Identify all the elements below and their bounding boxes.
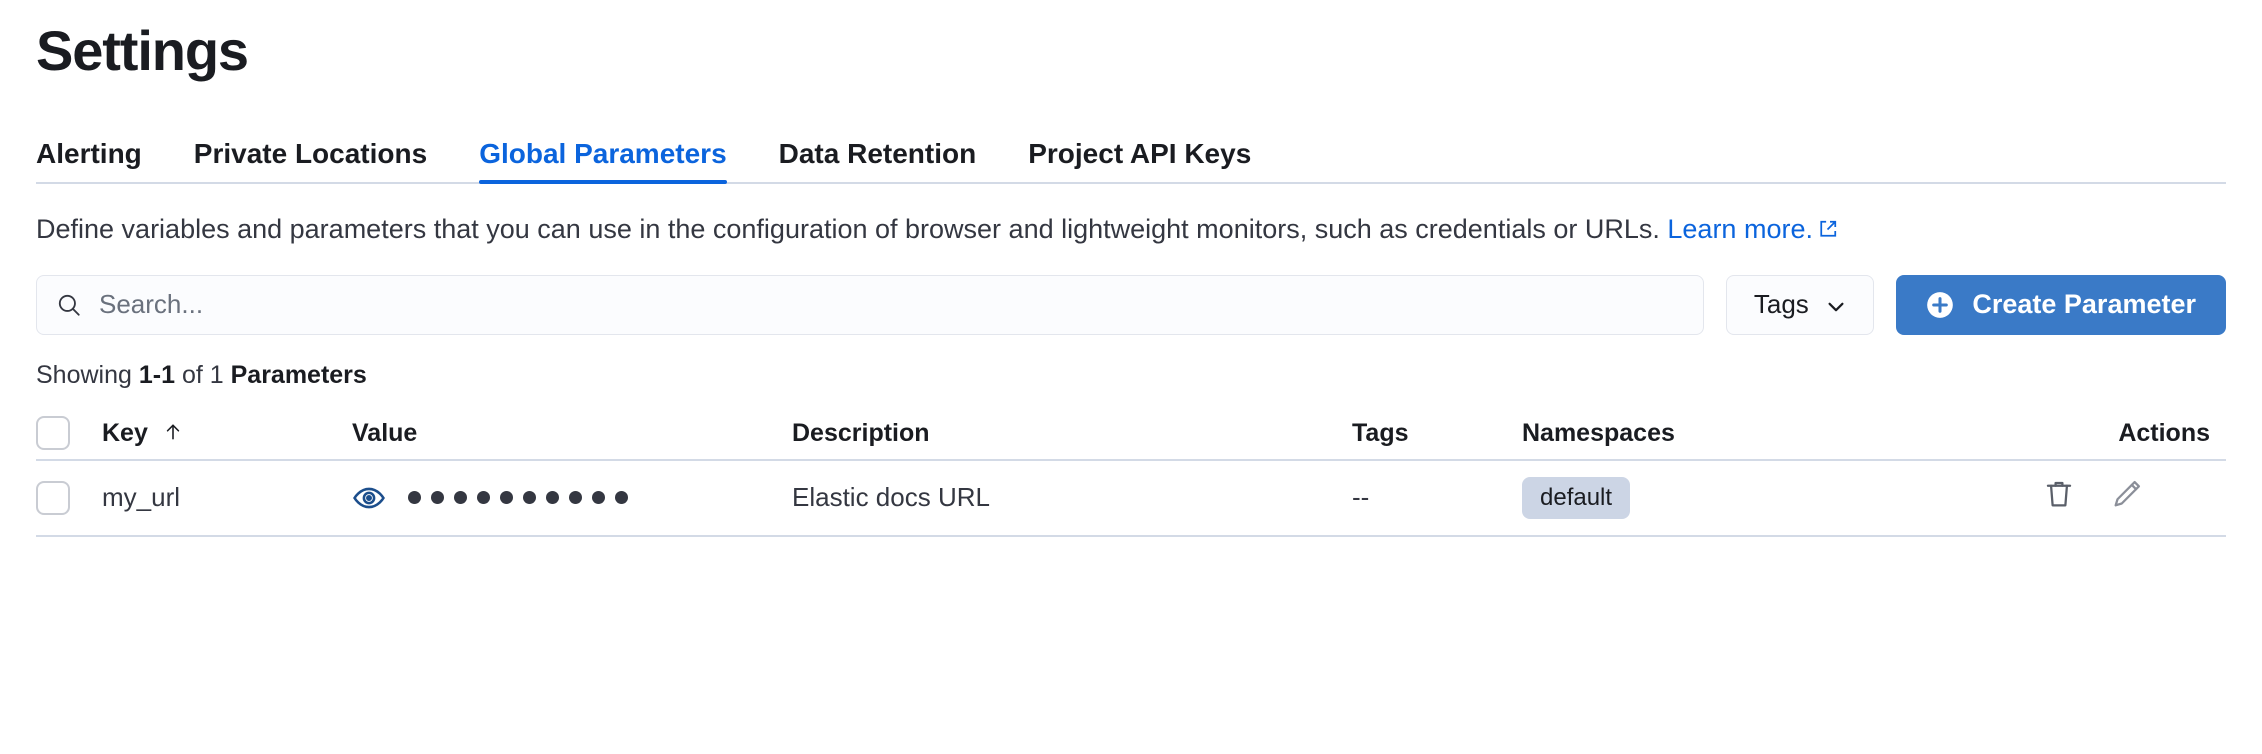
masked-value-dots [408, 491, 628, 505]
results-count: Showing 1-1 of 1 Parameters [36, 360, 2226, 389]
tab-global-parameters[interactable]: Global Parameters [453, 139, 752, 184]
mask-dot [569, 491, 582, 505]
page-description: Define variables and parameters that you… [36, 210, 2226, 249]
column-header-value: Value [352, 407, 792, 461]
table-body: my_url [36, 459, 2226, 537]
tags-filter-label: Tags [1753, 289, 1809, 320]
cell-namespaces: default [1522, 459, 2042, 537]
search-field-wrapper [36, 274, 1705, 335]
row-select-cell [36, 459, 102, 537]
parameters-table: Key Value Description Tags Namespaces Ac… [36, 407, 2226, 537]
page-title: Settings [36, 19, 249, 82]
delete-icon[interactable] [2042, 477, 2076, 511]
external-link-icon [1818, 211, 1838, 237]
settings-tabs: Alerting Private Locations Global Parame… [36, 120, 2226, 184]
cell-description: Elastic docs URL [792, 459, 1352, 537]
showing-noun: Parameters [230, 360, 367, 389]
tab-alerting[interactable]: Alerting [36, 139, 168, 182]
mask-dot [454, 491, 467, 505]
create-parameter-label: Create Parameter [1972, 289, 2196, 320]
column-header-description: Description [792, 407, 1352, 461]
tab-data-retention[interactable]: Data Retention [753, 139, 1003, 182]
learn-more-label: Learn more. [1667, 213, 1813, 244]
mask-dot [477, 491, 490, 505]
cell-tags: -- [1352, 459, 1522, 537]
showing-range: 1-1 [138, 360, 175, 389]
cell-value [352, 459, 792, 537]
cell-actions [2042, 459, 2226, 537]
mask-dot [500, 491, 513, 505]
description-text: Define variables and parameters that you… [36, 213, 1660, 244]
arrow-up-icon [163, 421, 183, 443]
eye-icon[interactable] [352, 481, 386, 515]
mask-dot [431, 491, 444, 505]
edit-icon[interactable] [2110, 477, 2144, 511]
select-all-checkbox[interactable] [36, 416, 70, 451]
namespace-badge: default [1522, 476, 1631, 519]
showing-prefix: Showing [36, 360, 132, 389]
tab-project-api-keys[interactable]: Project API Keys [1002, 139, 1277, 182]
create-parameter-button[interactable]: Create Parameter [1896, 274, 2226, 335]
plus-in-circle-icon [1926, 291, 1954, 319]
select-all-header [36, 407, 102, 461]
learn-more-link[interactable]: Learn more. [1667, 214, 1813, 244]
column-header-tags: Tags [1352, 407, 1522, 461]
mask-dot [523, 491, 536, 505]
table-row: my_url [36, 459, 2226, 537]
table-header-row: Key Value Description Tags Namespaces Ac… [36, 407, 2226, 461]
filter-controls: Tags Create Parameter [36, 274, 2226, 335]
search-input[interactable] [36, 274, 1705, 335]
tags-filter-button[interactable]: Tags [1726, 274, 1875, 335]
mask-dot [546, 491, 559, 505]
row-action-group [2042, 477, 2144, 511]
cell-key: my_url [102, 459, 352, 537]
mask-dot [615, 491, 628, 505]
mask-dot [408, 491, 421, 505]
table-header: Key Value Description Tags Namespaces Ac… [36, 407, 2226, 461]
column-header-namespaces: Namespaces [1522, 407, 2042, 461]
column-header-key-label: Key [102, 418, 148, 447]
chevron-down-icon [1825, 294, 1847, 316]
masked-value-wrapper [352, 481, 792, 515]
showing-middle: of 1 [181, 360, 224, 389]
column-header-key[interactable]: Key [102, 407, 352, 461]
mask-dot [592, 491, 605, 505]
column-header-actions: Actions [2042, 407, 2226, 461]
tab-private-locations[interactable]: Private Locations [168, 139, 453, 182]
row-checkbox[interactable] [36, 480, 70, 515]
